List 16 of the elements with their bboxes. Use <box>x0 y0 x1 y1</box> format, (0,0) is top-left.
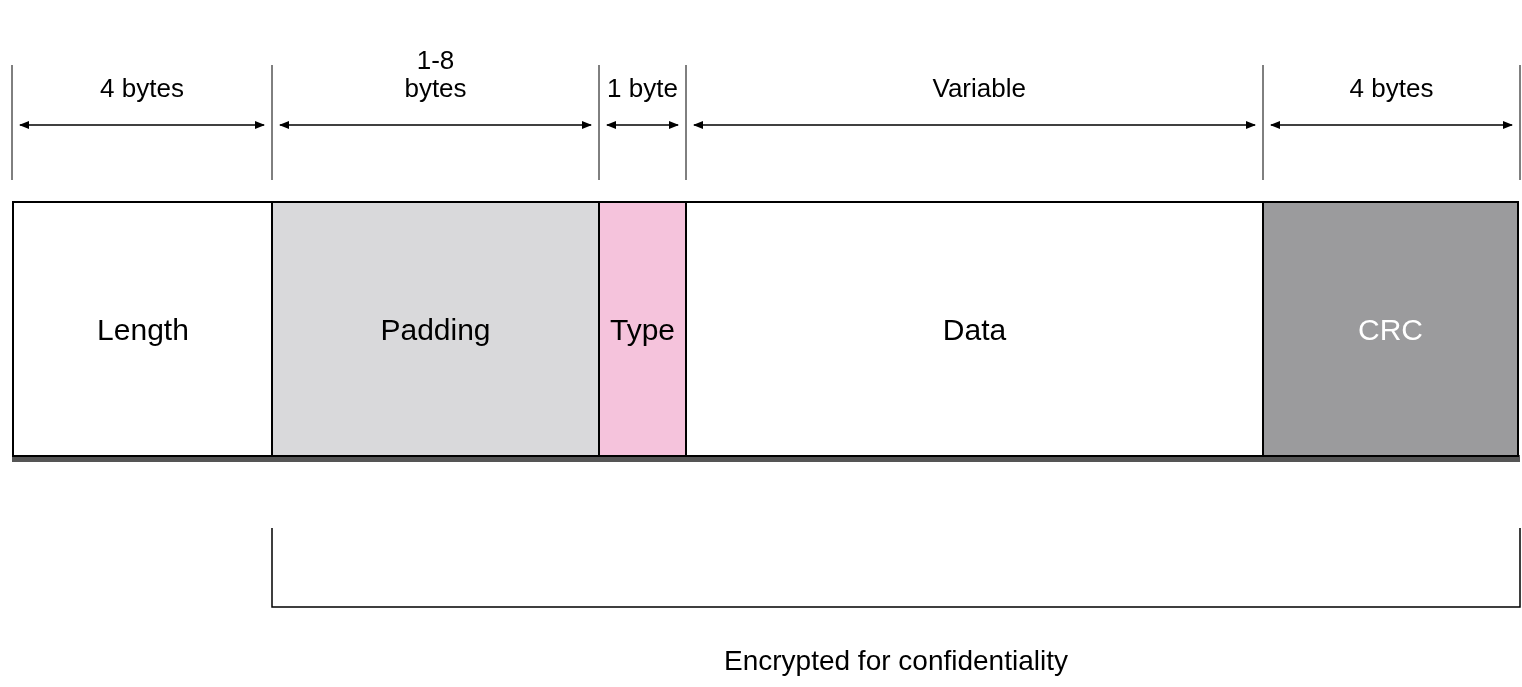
field-box <box>685 201 1264 457</box>
field-name: Data <box>942 311 1007 348</box>
field-box <box>1262 201 1519 457</box>
field-name: Padding <box>380 311 491 348</box>
field-box <box>271 201 600 457</box>
dimension-label: 1 byte <box>606 72 679 102</box>
field-box <box>598 201 687 457</box>
dimension-label: 1-8 bytes <box>403 44 468 102</box>
field-name: CRC <box>1358 311 1423 348</box>
dimension-label: 4 bytes <box>1348 72 1435 102</box>
dimension-label: Variable <box>931 72 1027 102</box>
field-name: Length <box>97 311 189 348</box>
bracket-label: Encrypted for confidentiality <box>723 644 1069 678</box>
field-box <box>12 201 274 457</box>
dimension-label: 4 bytes <box>99 72 185 102</box>
field-name: Type <box>609 311 675 348</box>
